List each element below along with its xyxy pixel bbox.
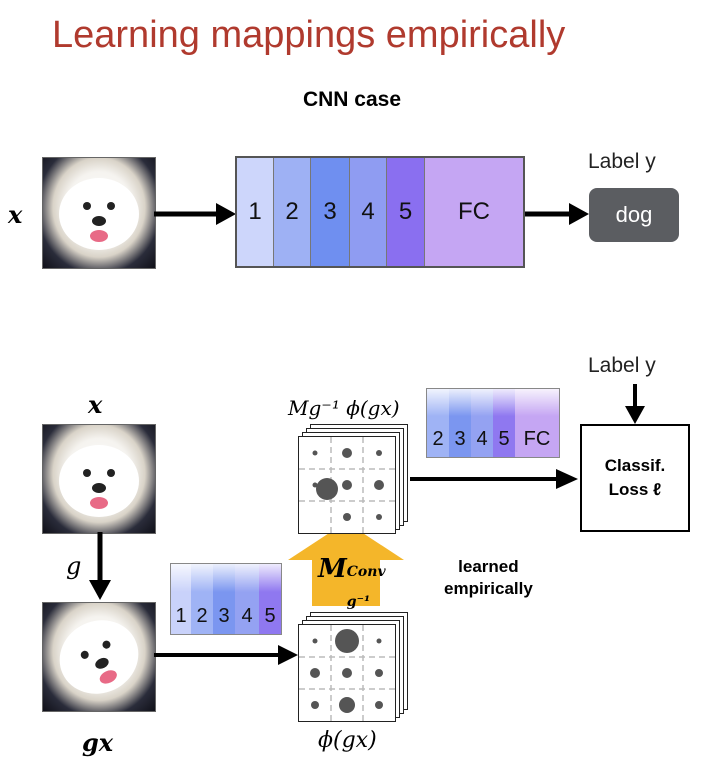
classification-loss-box: Classif. Loss ℓ [580,424,690,532]
small-strip-layer-4: 4 [235,564,259,634]
feature-caption-bottom: ϕ(gx) [318,728,377,753]
top-label-caption: Label y [588,150,656,173]
cnn-layer-fc: FC [425,158,523,266]
arrow-features-to-loss [410,469,578,489]
large-strip-layer-3: 3 [449,389,471,457]
cnn-layer-5: 5 [387,158,425,266]
transformed-symbol-gx: gx [82,728,114,757]
learned-empirically-note: learned empirically [444,556,533,600]
learned-line-1: learned [458,557,519,576]
mapping-superscript: Conv [346,564,386,580]
cnn-layer-2: 2 [274,158,311,266]
mapping-symbol: M [318,554,347,584]
output-label-box: dog [589,188,679,242]
small-strip-layer-5: 5 [259,564,281,634]
dog-face-illustration-original [59,445,139,517]
arrow-label-to-loss [625,384,645,424]
dog-photo-transformed [42,602,156,712]
cnn-layer-4: 4 [350,158,387,266]
small-strip-layer-3: 3 [213,564,235,634]
small-strip-layer-2: 2 [191,564,213,634]
cnn-layer-stack: 1 2 3 4 5 FC [235,156,525,268]
bottom-label-caption: Label y [588,354,656,377]
small-strip-layer-1: 1 [171,564,191,634]
dog-face-illustration [59,178,139,250]
learned-mapping-arrow [288,522,404,606]
feature-grid-bottom [299,625,395,721]
cnn-layer-3: 3 [311,158,350,266]
small-layer-strip: 1 2 3 4 5 [170,563,282,635]
feature-grid-top [299,437,395,533]
large-strip-layer-2: 2 [427,389,449,457]
cnn-layer-1: 1 [237,158,274,266]
large-strip-layer-fc: FC [515,389,559,457]
arrow-cnn-to-output [525,203,589,225]
loss-line-2: Loss ℓ [608,480,662,499]
slide-title: Learning mappings empirically [52,14,566,56]
input-symbol-x: x [8,200,23,229]
arrow-gx-to-features [154,645,298,665]
large-strip-layer-4: 4 [471,389,493,457]
feature-map-stack-bottom [298,612,410,724]
bottom-input-symbol-x: x [88,390,103,419]
large-layer-strip: 2 3 4 5 FC [426,388,560,458]
loss-line-1: Classif. [604,456,666,475]
feature-map-stack-top [298,424,410,536]
section-subtitle: CNN case [302,88,402,111]
mapping-subscript: g⁻¹ [346,594,371,610]
dog-photo [42,157,156,269]
arrow-input-to-cnn [154,203,236,225]
feature-caption-top: Mg⁻¹ ϕ(gx) [288,396,400,420]
learned-line-2: empirically [444,579,533,598]
dog-photo-original [42,424,156,534]
transform-symbol-g: g [66,552,82,580]
dog-face-illustration-rotated [59,620,139,694]
arrow-transform-down [89,532,111,600]
large-strip-layer-5: 5 [493,389,515,457]
